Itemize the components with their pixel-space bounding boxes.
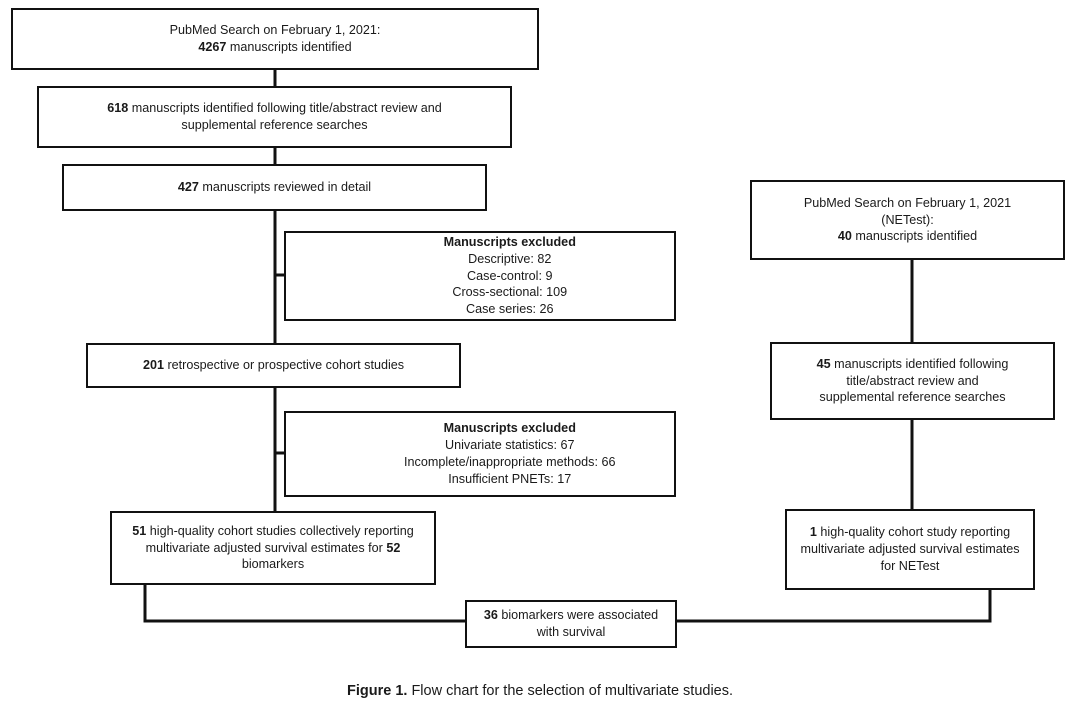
high-quality-line-1: 51 high-quality cohort studies collectiv… [120, 523, 426, 540]
node-outcome-biomarkers-associated: 36 biomarkers were associated with survi… [465, 600, 677, 648]
cohort-count-suffix: retrospective or prospective cohort stud… [163, 358, 405, 373]
pubmed-search-count-suffix: manuscripts identified [226, 40, 352, 54]
excluded-2-item-1: Incomplete/inappropriate methods: 66 [404, 455, 616, 469]
node-pubmed-search: PubMed Search on February 1, 2021: 4267 … [11, 8, 539, 70]
high-quality-count-suffix: high-quality cohort studies collectively… [146, 523, 414, 538]
netest-search-line-2: (NETest): [881, 212, 934, 227]
netest-high-quality-line-2: multivariate adjusted survival estimates [800, 542, 1020, 557]
netest-high-quality-count: 1 [809, 525, 817, 540]
netest-search-line-1: PubMed Search on February 1, 2021 [803, 195, 1012, 210]
outcome-count: 36 [483, 608, 498, 623]
node-netest-high-quality-study: 1 high-quality cohort study reporting mu… [785, 509, 1035, 590]
cohort-line-1: 201 retrospective or prospective cohort … [96, 357, 451, 374]
netest-high-quality-line-1: 1 high-quality cohort study reporting [795, 524, 1025, 541]
netest-screened-line-3: supplemental reference searches [819, 390, 1006, 405]
netest-high-quality-line-3: for NETest [880, 558, 940, 573]
node-title-abstract-screened: 618 manuscripts identified following tit… [37, 86, 512, 148]
high-quality-line-2-pre: multivariate adjusted survival estimates… [145, 540, 387, 555]
excluded-1-item-2: Cross-sectional: 109 [452, 285, 568, 300]
netest-search-count-suffix: manuscripts identified [851, 229, 978, 244]
netest-screened-line-2: title/abstract review and [846, 373, 979, 388]
outcome-count-suffix: biomarkers were associated [497, 608, 659, 623]
node-cohort-studies: 201 retrospective or prospective cohort … [86, 343, 461, 388]
excluded-2-title: Manuscripts excluded [443, 421, 576, 436]
netest-screened-count-suffix: manuscripts identified following [830, 356, 1009, 371]
high-quality-line-2: multivariate adjusted survival estimates… [120, 540, 426, 557]
pubmed-search-line-1: PubMed Search on February 1, 2021: [169, 23, 381, 38]
connector-right-to-outcome [677, 590, 992, 623]
netest-screened-count: 45 [816, 356, 831, 371]
outcome-line-2: with survival [536, 625, 606, 639]
node-high-quality-cohort-studies: 51 high-quality cohort studies collectiv… [110, 511, 436, 585]
high-quality-line-3: biomarkers [241, 557, 305, 572]
cohort-count: 201 [142, 358, 164, 373]
netest-search-line-3: 40 manuscripts identified [760, 228, 1055, 245]
node-manuscripts-excluded-2: Manuscripts excluded Univariate statisti… [284, 411, 676, 497]
node-manuscripts-excluded-1: Manuscripts excluded Descriptive: 82 Cas… [284, 231, 676, 321]
high-quality-count: 51 [132, 523, 147, 538]
reviewed-count: 427 [177, 180, 199, 195]
excluded-1-item-1: Case-control: 9 [467, 268, 553, 283]
screened-line-1: 618 manuscripts identified following tit… [47, 100, 502, 117]
connector-left-to-outcome [143, 585, 466, 623]
node-reviewed-in-detail: 427 manuscripts reviewed in detail [62, 164, 487, 211]
outcome-line-1: 36 biomarkers were associated [475, 607, 667, 624]
figure-caption-label: Figure 1. [346, 683, 408, 699]
netest-screened-line-1: 45 manuscripts identified following [780, 356, 1045, 373]
figure-caption-body: Flow chart for the selection of multivar… [411, 683, 734, 699]
high-quality-biomarker-count: 52 [386, 540, 401, 555]
excluded-2-item-2: Insufficient PNETs: 17 [448, 471, 572, 486]
node-netest-pubmed-search: PubMed Search on February 1, 2021 (NETes… [750, 180, 1065, 260]
screened-count-suffix: manuscripts identified following title/a… [128, 101, 442, 116]
netest-high-quality-count-suffix: high-quality cohort study reporting [816, 525, 1011, 540]
node-netest-screened: 45 manuscripts identified following titl… [770, 342, 1055, 420]
excluded-1-title: Manuscripts excluded [443, 234, 576, 249]
netest-search-count: 40 [837, 229, 852, 244]
figure-caption: Figure 1. Flow chart for the selection o… [0, 683, 1080, 699]
screened-count: 618 [107, 101, 129, 116]
screened-line-2: supplemental reference searches [181, 118, 368, 132]
reviewed-count-suffix: manuscripts reviewed in detail [198, 180, 372, 195]
excluded-1-item-3: Case series: 26 [466, 302, 554, 317]
excluded-2-item-0: Univariate statistics: 67 [445, 438, 575, 453]
pubmed-search-count: 4267 [198, 40, 227, 54]
pubmed-search-line-2: 4267 manuscripts identified [21, 39, 529, 56]
reviewed-line-1: 427 manuscripts reviewed in detail [72, 179, 477, 196]
excluded-1-item-0: Descriptive: 82 [468, 251, 552, 266]
